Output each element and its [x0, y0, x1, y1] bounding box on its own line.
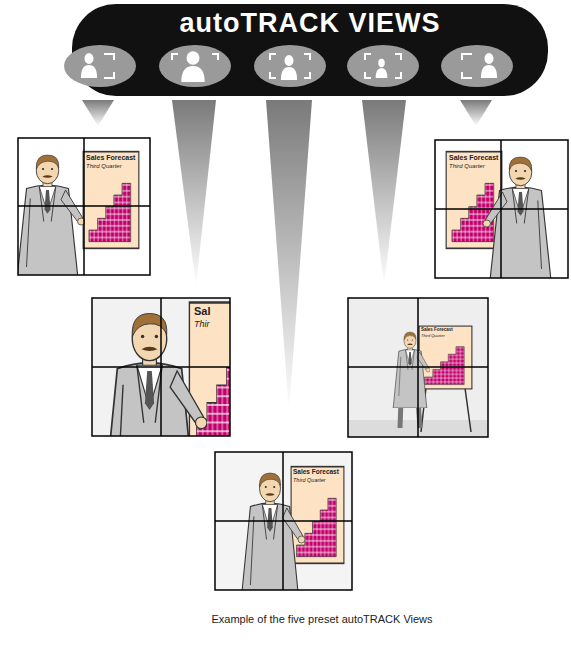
chart-text: Third Quarter [449, 163, 485, 169]
view-icon [64, 45, 136, 87]
banner-title: autoTRACK VIEWS [72, 10, 548, 37]
presenter [101, 314, 207, 437]
view-beam [172, 100, 216, 286]
chart-text: Sales Forecast [421, 328, 453, 333]
view-icon [441, 45, 513, 87]
chart-text: Third Quarter [421, 334, 445, 338]
sales-chart [83, 152, 139, 249]
view-beam [266, 100, 312, 412]
chart-text: Sal [194, 306, 211, 317]
view-beam [460, 100, 492, 126]
chart-text: Thir [194, 320, 210, 329]
sales-chart [446, 152, 502, 249]
presenter [241, 473, 305, 590]
chart-text: Third Quarter [293, 478, 326, 484]
figure-caption: Example of the five preset autoTRACK Vie… [172, 614, 472, 625]
presenter [483, 157, 552, 278]
chart-text: Sales Forecast [293, 469, 339, 476]
view-frame [348, 298, 488, 437]
sales-chart [291, 467, 344, 564]
sales-chart [419, 326, 472, 389]
view-icon [159, 45, 231, 87]
view-frame [435, 140, 568, 290]
view-icon [254, 45, 326, 87]
view-beam [82, 100, 114, 126]
view-frame [16, 138, 150, 288]
presenter [393, 332, 430, 408]
title-banner [72, 4, 548, 96]
chart-text: Third Quarter [86, 163, 122, 169]
chart-text: Sales Forecast [86, 154, 135, 161]
view-icon [347, 45, 419, 87]
presenter [18, 155, 85, 275]
view-beam [362, 100, 406, 286]
view-frame [215, 452, 352, 606]
chart-text: Sales Forecast [449, 154, 498, 161]
